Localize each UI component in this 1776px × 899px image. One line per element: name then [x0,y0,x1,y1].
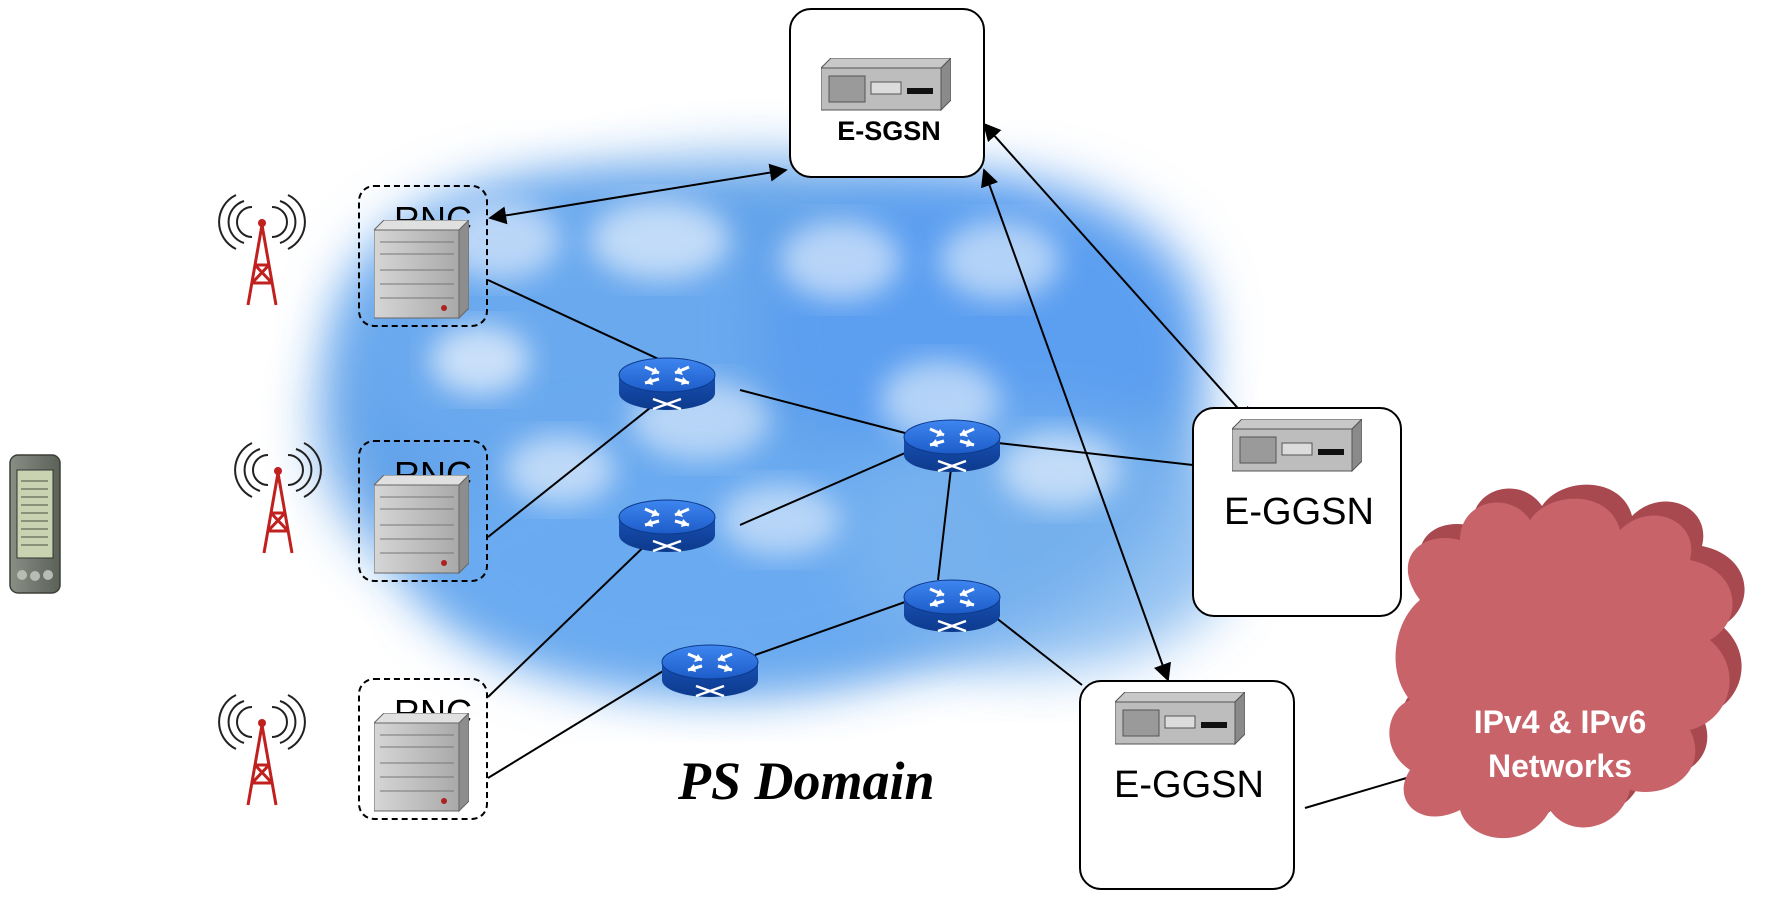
ps-domain-label: PS Domain [678,751,935,811]
antenna-tower-icon [218,194,306,306]
antenna-towers [218,194,322,806]
e-ggsn-bottom-label: E-GGSN [1114,764,1264,806]
rnc-node-2[interactable]: RNC [358,440,488,582]
external-network-line1: IPv4 & IPv6 [1473,704,1647,740]
server-appliance-icon [1232,419,1362,473]
external-network-label: IPv4 & IPv6 Networks [1430,700,1690,788]
server-appliance-icon [821,58,951,112]
rnc-node-1[interactable]: RNC [358,185,488,327]
rnc-node-3[interactable]: RNC [358,678,488,820]
router-icon [618,499,716,553]
rack-icon [374,475,469,575]
router-icon [618,357,716,411]
link-rnc3-router4 [487,667,669,779]
e-ggsn-bottom-node[interactable]: E-GGSN [1079,680,1295,890]
antenna-tower-icon [218,694,306,806]
external-network-line2: Networks [1487,748,1633,784]
antenna-tower-icon [234,442,322,554]
arrow-sgsn-ggsn2 [981,168,1171,682]
rack-icon [374,713,469,813]
arrow-rnc-sgsn [488,163,788,225]
signalling-links [488,122,1254,682]
external-network-cloud [1389,484,1745,839]
e-sgsn-node[interactable]: E-SGSN [789,8,985,178]
link-ggsn2-external [1304,773,1421,809]
e-ggsn-top-node[interactable]: E-GGSN [1192,407,1402,617]
link-router2-router5 [937,459,953,581]
e-sgsn-label: E-SGSN [837,116,941,146]
link-rnc1-router1 [487,279,668,364]
link-router3-router2 [739,452,906,526]
link-rnc3-router3 [487,534,657,698]
e-ggsn-top-label: E-GGSN [1224,491,1374,533]
router-icon [903,419,1001,473]
rack-icon [374,220,469,320]
link-router4-router5 [754,601,906,656]
router-icon [661,644,759,698]
router-icon [903,579,1001,633]
routers [618,357,1001,698]
server-appliance-icon [1115,692,1245,746]
handset-icon [9,454,61,594]
link-router1-router2 [739,389,906,434]
link-rnc2-router1 [487,399,661,538]
